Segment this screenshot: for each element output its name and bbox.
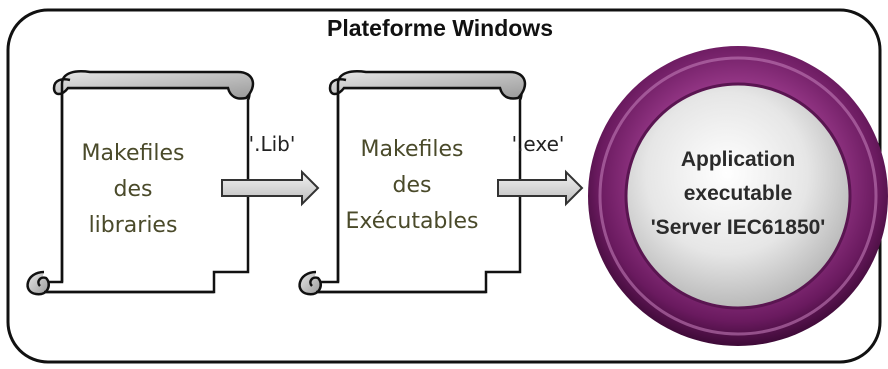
platform-title: Plateforme Windows	[327, 15, 553, 41]
scroll-executables-line-2: des	[393, 173, 432, 198]
scroll-libraries-line-3: libraries	[89, 213, 178, 238]
scroll-executables-line-3: Exécutables	[346, 209, 479, 234]
application-circle: Application executable 'Server IEC61850'	[588, 46, 888, 346]
application-line-3: 'Server IEC61850'	[651, 216, 826, 239]
arrow-lib-label: '.Lib'	[249, 132, 296, 156]
scroll-libraries: Makefiles des libraries	[26, 70, 255, 296]
scroll-libraries-line-2: des	[114, 177, 153, 202]
arrow-exe-label: '.exe'	[512, 132, 565, 156]
arrow-exe	[497, 169, 584, 207]
scroll-executables-line-1: Makefiles	[361, 137, 464, 162]
arrow-lib	[221, 169, 320, 207]
application-line-1: Application	[681, 148, 795, 171]
scroll-executables: Makefiles des Exécutables	[298, 70, 527, 296]
scroll-libraries-line-1: Makefiles	[82, 141, 185, 166]
application-line-2: executable	[684, 182, 793, 205]
